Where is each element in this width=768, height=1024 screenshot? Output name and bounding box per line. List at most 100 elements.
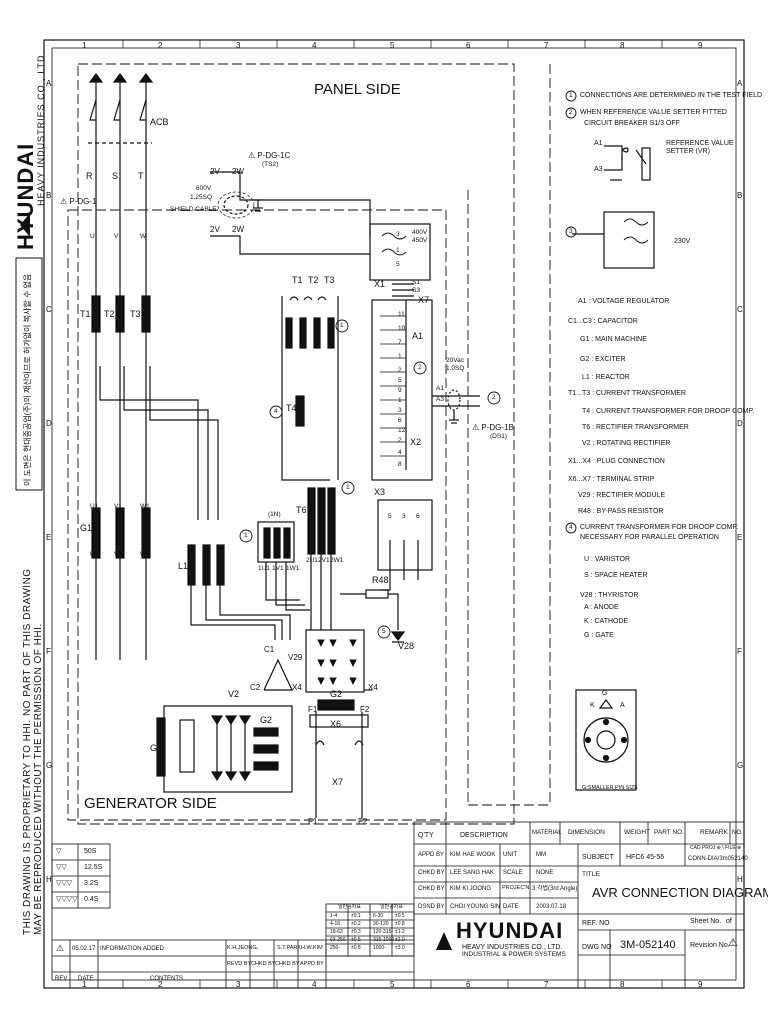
v400-label: 400V <box>412 229 428 236</box>
wire-2v-top: 2V <box>210 167 220 176</box>
circle-num-2a: 2 <box>418 364 422 371</box>
a1-term-11: 2 <box>398 437 402 444</box>
tb-title: AVR CONNECTION DIAGRAM <box>592 885 768 900</box>
v2-label: V2 <box>228 689 240 699</box>
generator-side-label: GENERATOR SIDE <box>84 795 217 812</box>
p-dg-1c-label: ⚠ P-DG-1C <box>248 151 291 160</box>
tb-qty: Q'TY <box>418 832 434 839</box>
legend-ct-droop-1: CURRENT TRANSFORMER FOR DROOP COMP. <box>580 524 739 531</box>
a1-term-7: 1 <box>398 397 402 404</box>
legend-v29: V29 : RECTIFIER MODULE <box>578 492 666 499</box>
tolerance-cell: ±1.2 <box>395 929 405 935</box>
term-u1: U1 <box>90 503 99 510</box>
p-dg-1b-label: ⚠ P-DG-1B <box>472 423 514 432</box>
v28-cathode: K : CATHODE <box>584 618 629 625</box>
tolerance-cell: ±2.0 <box>395 937 405 943</box>
c2-label: C2 <box>250 683 261 692</box>
legend-t1t3: T1...T3 : CURRENT TRANSFORMER <box>568 390 686 397</box>
tol-head-2: 일반공차표 <box>380 904 404 910</box>
note-2a: WHEN REFERENCE VALUE SETTER FITTED <box>580 109 727 116</box>
grid-right-c: C <box>737 305 743 314</box>
ref-a1: A1 <box>594 140 603 147</box>
f2-label-bot: F2 <box>358 817 368 826</box>
pin-a: A <box>620 702 625 709</box>
a1-term-5: 5 <box>398 377 402 384</box>
rev-content: INFORMATION ADDED <box>100 946 164 952</box>
grid-top-4: 4 <box>312 41 317 50</box>
a3-side-label: A3 <box>436 396 444 403</box>
surface-value: 12.5S <box>84 864 103 871</box>
tolerance-cell: ±0.8 <box>351 945 361 951</box>
a1-term-2: 7 <box>398 339 402 346</box>
grid-left-a: A <box>46 79 52 88</box>
surface-symbol: ▽ <box>56 848 62 855</box>
tb-part-no: PART NO. <box>654 829 684 836</box>
legend-t6: T6 : RECTIFIER TRANSFORMER <box>582 424 689 431</box>
tb-chkd-by-2: CHKD BY <box>418 886 445 892</box>
legend-g2: G2 : EXCITER <box>580 356 626 363</box>
ref-setter-b: SETTER (VR) <box>666 148 710 155</box>
generator-side-box <box>67 209 447 821</box>
grid-top-9: 9 <box>698 41 703 50</box>
a1-term-10: 12 <box>398 427 406 434</box>
legend-varistor: U : VARISTOR <box>584 556 631 563</box>
grid-top-1: 1 <box>82 41 87 50</box>
tb-revision: Revision No. <box>690 942 730 949</box>
c1-label: C1 <box>264 645 275 654</box>
r48-label: R48 <box>372 575 389 585</box>
phase-v: V <box>114 233 119 240</box>
x1-term-3: 3 <box>396 231 400 238</box>
legend-v2: V2 : ROTATING RECTIFIER <box>582 440 671 447</box>
cable-600v: 600V <box>196 185 212 192</box>
term-1u1: 1U1 <box>258 565 270 572</box>
grid-bottom-4: 4 <box>312 980 317 989</box>
grid-left-h: H <box>46 875 52 884</box>
rev-head-date: DATE <box>78 976 94 982</box>
tb-date-val: 2003.07.18 <box>536 904 567 910</box>
s3-label: S3 <box>412 287 420 294</box>
legend-ct-droop-2: NECESSARY FOR PARALLEL OPERATION <box>580 534 719 541</box>
tb-dwg-no: DWG NO <box>582 944 612 951</box>
tb-projection: PROJEC'N <box>502 885 530 891</box>
circle-num-note-4: 4 <box>569 524 573 531</box>
l1-label: L1 <box>178 561 189 571</box>
surface-value: 50S <box>84 848 97 855</box>
revision-warning-icon: ⚠ <box>728 937 738 949</box>
legend-g1: G1 : MAIN MACHINE <box>580 336 647 343</box>
v28-anode: A : ANODE <box>584 604 619 611</box>
tolerance-cell: 315-1000 <box>373 937 395 943</box>
term-w2: W2 <box>140 551 150 558</box>
panel-side-box <box>77 63 515 825</box>
legend-l1: L1 : REACTOR <box>582 374 630 381</box>
a1-term-8: 3 <box>398 407 402 414</box>
v450-label: 450V <box>412 237 428 244</box>
outer-border <box>43 39 745 989</box>
g2-label: G2 <box>330 689 343 699</box>
tol-head-1: 일반공차표 <box>338 904 362 910</box>
module-1n: (1N) <box>268 511 281 518</box>
rev-mark: ⚠ <box>56 943 65 953</box>
a1-term-0: 11 <box>398 311 405 318</box>
tb-unit-val: MM <box>536 852 546 858</box>
grid-top-3: 3 <box>236 41 241 50</box>
a1-term-13: 8 <box>398 461 402 468</box>
circle-num-1c: 1 <box>244 532 248 539</box>
t6-label: T6 <box>296 505 307 515</box>
acb-label: ACB <box>150 117 169 127</box>
circle-num-1a: 1 <box>340 322 344 329</box>
note-2b: CIRCUIT BREAKER S1/3 OFF <box>584 120 680 127</box>
tb-unit: UNIT <box>503 852 517 858</box>
g2-exciter-label: G2 <box>260 715 273 725</box>
phase-t: T <box>138 171 144 181</box>
x3-term-1: 3 <box>402 513 406 520</box>
a1-term-9: 6 <box>398 417 402 424</box>
circle-num-note-2: 2 <box>569 109 573 116</box>
hyundai-division: INDUSTRIAL & POWER SYSTEMS <box>462 951 566 958</box>
proprietary-line-1: THIS DRAWING IS PROPRIETARY TO HHI. NO P… <box>22 568 33 935</box>
t4-label: T4 <box>286 403 297 413</box>
tb-scale-val: NONE <box>536 870 554 876</box>
a1-label: A1 <box>412 331 424 341</box>
circle-num-4a: 4 <box>274 408 278 415</box>
x6-label: X6 <box>330 719 342 729</box>
